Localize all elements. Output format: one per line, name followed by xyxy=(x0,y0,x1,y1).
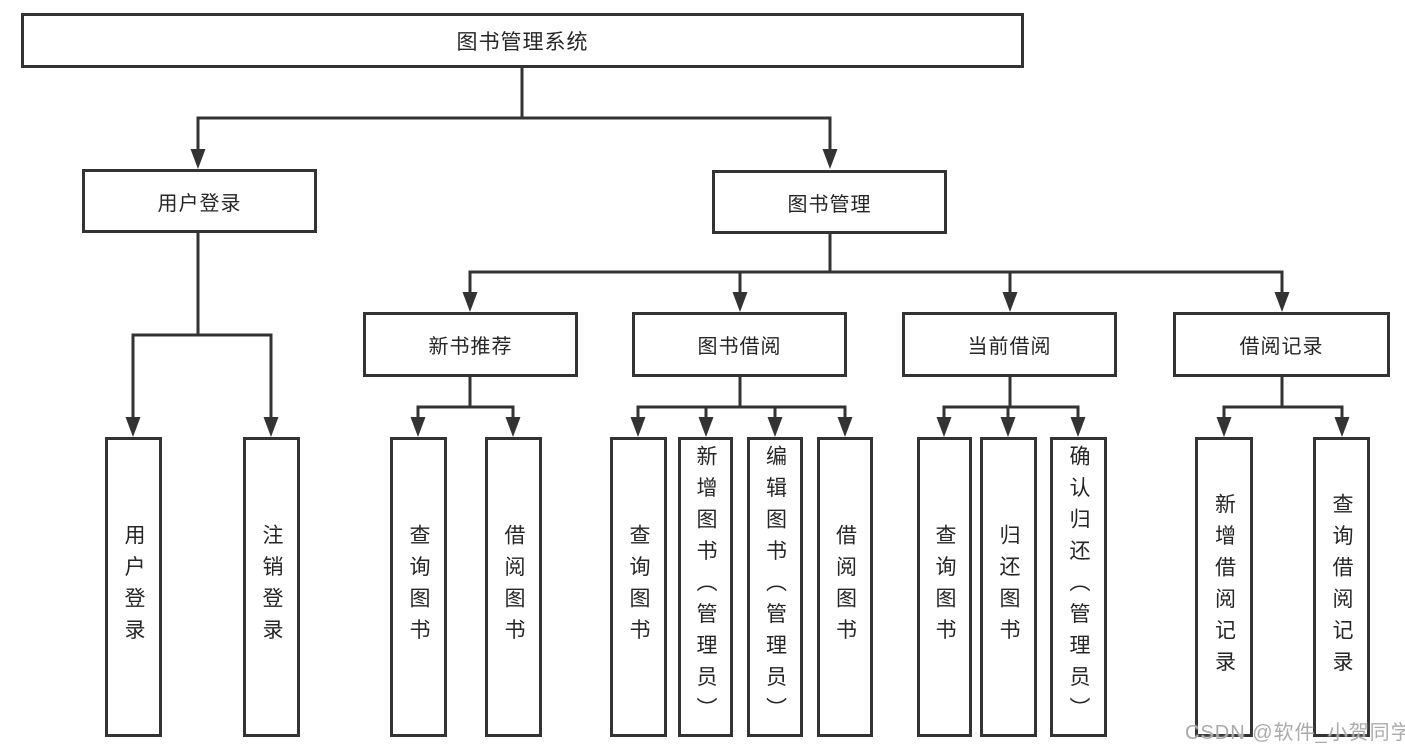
leaf-borrow-books-recommend-label: 借阅图书 xyxy=(502,524,525,650)
leaf-add-books-admin-label: 新增图书（管理员） xyxy=(694,445,717,729)
leaf-query-borrow-record: 查询借阅记录 xyxy=(1313,437,1370,737)
leaf-edit-books-admin: 编辑图书（管理员） xyxy=(747,437,803,737)
leaf-add-books-admin: 新增图书（管理员） xyxy=(678,437,733,737)
node-borrow-records-label: 借阅记录 xyxy=(1239,336,1324,358)
connectors-new-book-recommend-children xyxy=(410,377,521,437)
watermark: CSDN @软件_小贺同学 xyxy=(1185,722,1405,744)
leaf-logout-label: 注销登录 xyxy=(260,524,283,650)
connectors-current-borrow-children xyxy=(936,377,1086,437)
node-book-borrow: 图书借阅 xyxy=(632,312,847,377)
leaf-user-login: 用户登录 xyxy=(105,437,162,737)
leaf-query-books-current: 查询图书 xyxy=(917,437,972,737)
leaf-add-borrow-record: 新增借阅记录 xyxy=(1195,437,1253,737)
leaf-query-books-recommend-label: 查询图书 xyxy=(407,524,430,650)
node-new-book-recommend: 新书推荐 xyxy=(363,312,578,377)
connectors-book-management-children xyxy=(462,234,1290,312)
leaf-logout: 注销登录 xyxy=(243,437,300,737)
node-current-borrow: 当前借阅 xyxy=(902,312,1117,377)
node-book-management-label: 图书管理 xyxy=(787,193,872,216)
node-current-borrow-label: 当前借阅 xyxy=(967,336,1052,358)
leaf-query-borrow-record-label: 查询借阅记录 xyxy=(1330,492,1353,682)
leaf-user-login-label: 用户登录 xyxy=(122,524,145,650)
connectors-book-borrow-children xyxy=(630,377,853,437)
leaf-borrow-books-recommend: 借阅图书 xyxy=(485,437,542,737)
node-user-login-label: 用户登录 xyxy=(157,192,242,215)
node-borrow-records: 借阅记录 xyxy=(1173,312,1390,377)
connectors-user-login-children xyxy=(125,233,279,437)
leaf-query-books-current-label: 查询图书 xyxy=(933,524,956,650)
leaf-edit-books-admin-label: 编辑图书（管理员） xyxy=(763,445,787,729)
leaf-query-books-recommend: 查询图书 xyxy=(390,437,447,737)
node-new-book-recommend-label: 新书推荐 xyxy=(428,336,513,358)
leaf-confirm-return-admin: 确认归还（管理员） xyxy=(1050,437,1107,737)
connectors-root-to-level2 xyxy=(190,68,838,169)
leaf-query-books-borrow: 查询图书 xyxy=(610,437,667,737)
leaf-borrow-books: 借阅图书 xyxy=(817,437,873,737)
node-root-label: 图书管理系统 xyxy=(456,30,589,54)
leaf-add-borrow-record-label: 新增借阅记录 xyxy=(1212,492,1236,682)
leaf-borrow-books-label: 借阅图书 xyxy=(833,524,857,650)
node-book-borrow-label: 图书借阅 xyxy=(697,336,782,358)
node-root: 图书管理系统 xyxy=(21,13,1024,68)
connectors-borrow-records-children xyxy=(1216,377,1350,437)
leaf-return-books-label: 归还图书 xyxy=(997,524,1020,650)
node-user-login: 用户登录 xyxy=(82,169,317,233)
leaf-confirm-return-admin-label: 确认归还（管理员） xyxy=(1067,445,1090,729)
leaf-return-books: 归还图书 xyxy=(980,437,1037,737)
node-book-management: 图书管理 xyxy=(712,170,947,234)
leaf-query-books-borrow-label: 查询图书 xyxy=(627,524,650,650)
